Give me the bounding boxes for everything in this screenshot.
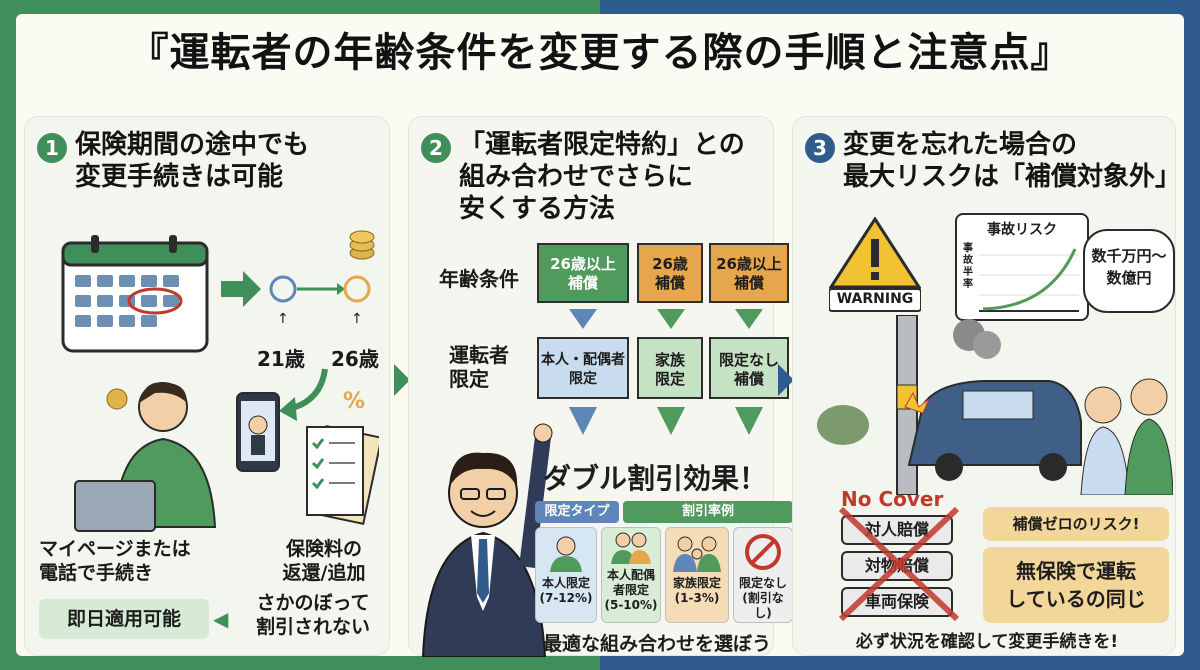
section-2-footer: 最適な組み合わせを選ぼう bbox=[542, 633, 771, 655]
age-condition-label: 年齢条件 bbox=[439, 267, 519, 291]
age-timeline bbox=[221, 271, 371, 307]
step-number-3: 3 bbox=[805, 133, 835, 163]
discount-card-none: 限定なし (割引なし) bbox=[733, 527, 793, 623]
coverage-property-damage: 対物賠償 bbox=[841, 551, 953, 581]
discount-card-spouse: 本人配偶 者限定 (5-10%) bbox=[601, 527, 661, 623]
warning-sign-icon bbox=[829, 217, 921, 312]
section-2-title: 「運転者限定特約」との 組み合わせでさらに 安くする方法 bbox=[459, 130, 745, 224]
section-1-title: 保険期間の途中でも 変更手続きは可能 bbox=[75, 130, 310, 192]
businessman-illustration bbox=[421, 423, 553, 657]
risk-chart-card: 事故リスク 事 故 半 率 bbox=[955, 213, 1089, 321]
warning-label: WARNING bbox=[836, 291, 914, 307]
age-box-1: 26歳以上 補償 bbox=[537, 243, 629, 303]
percent-icon: % bbox=[343, 389, 366, 414]
couple-icon bbox=[611, 532, 651, 564]
double-discount-title: ダブル割引効果！ bbox=[543, 462, 768, 495]
damage-amount-bubble: 数千万円〜 数億円 bbox=[1083, 229, 1175, 313]
family-icon bbox=[673, 536, 721, 572]
discount-card-self: 本人限定 (7-12%) bbox=[535, 527, 597, 623]
table-head-type: 限定タイプ bbox=[535, 501, 619, 523]
age-26-label: 26歳 bbox=[331, 347, 379, 371]
laptop-icon bbox=[74, 480, 156, 532]
driver-box-3: 限定なし 補償 bbox=[709, 337, 789, 399]
no-cover-label: No Cover bbox=[841, 487, 944, 511]
infographic-frame: 『運転者の年齢条件を変更する際の手順と注意点』 1 保険期間の途中でも 変更手続… bbox=[16, 14, 1184, 657]
section-2-panel: 2 「運転者限定特約」との 組み合わせでさらに 安くする方法 年齢条件 26歳以… bbox=[408, 116, 793, 657]
premium-caption: 保険料の 返還/追加 bbox=[282, 538, 366, 584]
no-retroactive-note: さかのぼって 割引されない bbox=[255, 592, 370, 638]
document-icon bbox=[306, 424, 379, 526]
step-arrow-2 bbox=[778, 364, 794, 396]
risk-chart-title: 事故リスク bbox=[987, 222, 1057, 238]
down-arrow-4 bbox=[569, 407, 597, 435]
accident-illustration bbox=[817, 315, 1173, 495]
down-arrow-2 bbox=[657, 309, 685, 329]
driver-box-1: 本人・配偶者 限定 bbox=[537, 337, 629, 399]
driver-box-2: 家族 限定 bbox=[637, 337, 703, 399]
person-icon bbox=[550, 536, 582, 572]
down-arrow-1 bbox=[569, 309, 597, 329]
same-day-pill: 即日適用可能 bbox=[39, 599, 209, 639]
risk-chart-axis-label: 事 故 半 率 bbox=[963, 243, 973, 290]
section-1-panel: 1 保険期間の途中でも 変更手続きは可能 bbox=[24, 116, 390, 656]
pill-arrow-icon: ◀ bbox=[213, 607, 229, 631]
step-number-1: 1 bbox=[37, 133, 67, 163]
curved-arrow-icon bbox=[279, 368, 328, 421]
tick-arrow-right: ↑ bbox=[351, 311, 363, 327]
section-3-footer: 必ず状況を確認して変更手続きを! bbox=[855, 632, 1119, 652]
section-3-panel: 3 変更を忘れた場合の 最大リスクは「補償対象外」 WARNING 事故リスク … bbox=[792, 116, 1182, 656]
down-arrow-6 bbox=[735, 407, 763, 435]
calendar-icon bbox=[61, 235, 209, 353]
down-arrow-5 bbox=[657, 407, 685, 435]
section-3-title: 変更を忘れた場合の 最大リスクは「補償対象外」 bbox=[843, 130, 1182, 192]
uninsured-driving-note: 無保険で運転 しているの同じ bbox=[983, 547, 1169, 623]
cross-out-icon bbox=[838, 506, 960, 622]
tick-arrow-left: ↑ bbox=[277, 311, 289, 327]
page-title: 『運転者の年齢条件を変更する際の手順と注意点』 bbox=[128, 30, 1072, 76]
prohibited-icon bbox=[745, 534, 781, 570]
step-number-2: 2 bbox=[421, 133, 451, 163]
risk-curve bbox=[979, 248, 1079, 312]
discount-card-family: 家族限定 (1-3%) bbox=[665, 527, 729, 623]
driver-limit-label: 運転者 限定 bbox=[449, 343, 509, 391]
step-arrow-1 bbox=[394, 364, 410, 396]
coin-icon bbox=[349, 230, 375, 260]
person-with-phone-illustration bbox=[74, 382, 280, 532]
age-21-label: 21歳 bbox=[257, 347, 305, 371]
age-box-2: 26歳 補償 bbox=[637, 243, 703, 303]
age-box-3: 26歳以上 補償 bbox=[709, 243, 789, 303]
procedure-caption: マイページまたは 電話で手続き bbox=[39, 538, 191, 584]
down-arrow-3 bbox=[735, 309, 763, 329]
table-head-discount: 割引率例 bbox=[623, 501, 793, 523]
zero-coverage-risk: 補償ゼロのリスク! bbox=[983, 507, 1169, 541]
